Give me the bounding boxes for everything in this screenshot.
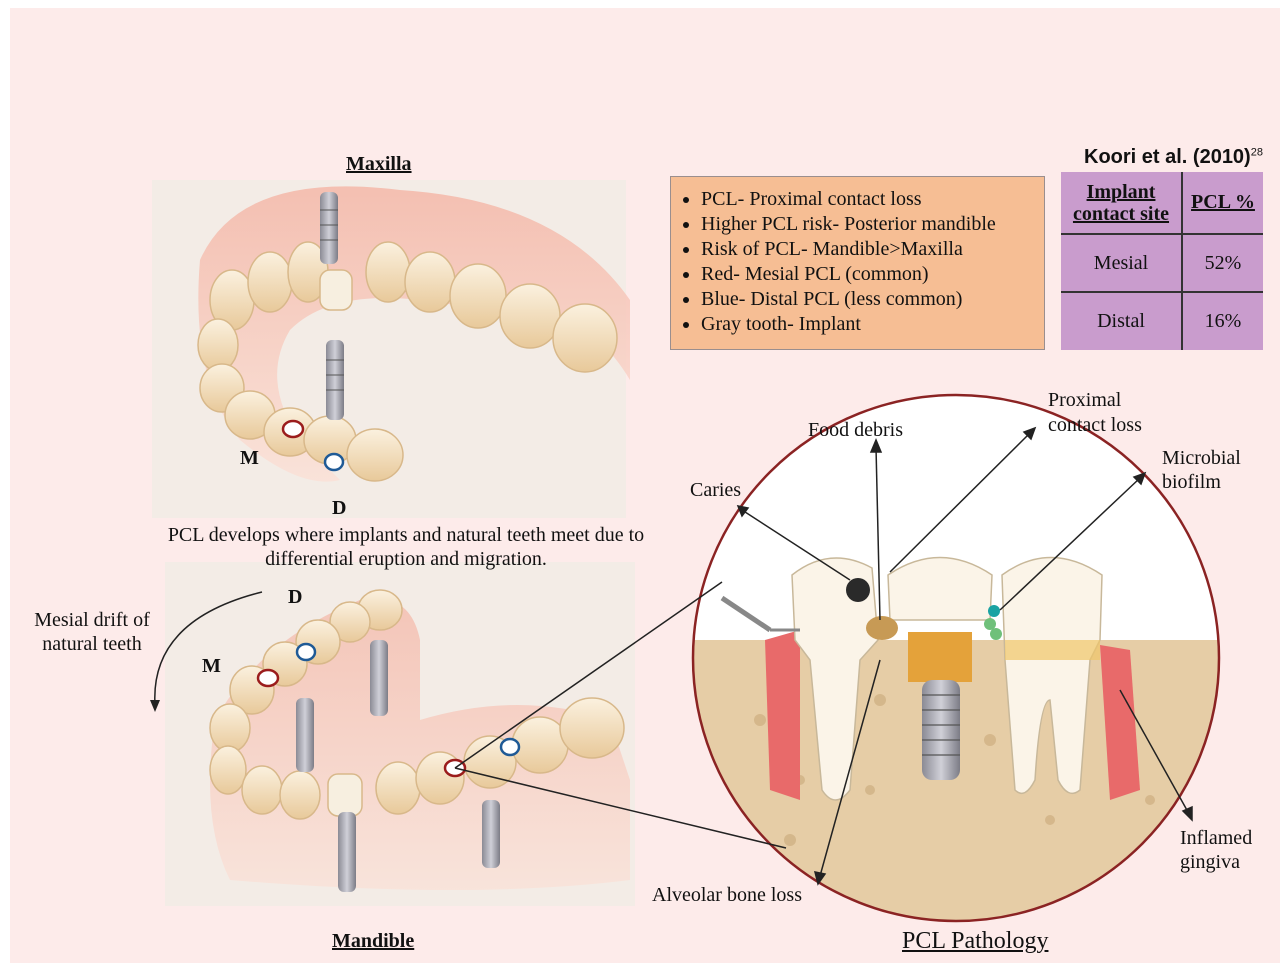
callout-inflamed-line-2: gingiva xyxy=(1180,850,1240,874)
callout-proximal-line-2: contact loss xyxy=(1048,413,1142,437)
key-point: Gray tooth- Implant xyxy=(701,312,1044,337)
table-header-site: Implant contact site xyxy=(1061,172,1182,234)
drift-label-line-1: Mesial drift of xyxy=(22,608,162,632)
mesial-marker xyxy=(283,421,303,437)
caries-lesion xyxy=(846,578,870,602)
mandible-distal-label: D xyxy=(288,585,302,609)
callout-caries: Caries xyxy=(690,478,741,502)
key-points-box: PCL- Proximal contact loss Higher PCL ri… xyxy=(670,176,1045,350)
distal-marker xyxy=(325,454,343,470)
pcl-rate-table: Implant contact site PCL % Mesial 52% Di… xyxy=(1061,172,1263,350)
key-point: Risk of PCL- Mandible>Maxilla xyxy=(701,237,1044,262)
table-row: Mesial 52% xyxy=(1061,234,1263,292)
distal-marker xyxy=(501,739,519,755)
maxilla-distal-label: D xyxy=(332,496,346,520)
mandible-title: Mandible xyxy=(332,930,414,953)
key-point: Blue- Distal PCL (less common) xyxy=(701,287,1044,312)
maxilla-arch-illustration xyxy=(152,180,630,518)
mandible-arch-illustration xyxy=(165,562,635,906)
callout-alveolar-bone-loss: Alveolar bone loss xyxy=(652,883,802,907)
callout-microbial-line-2: biofilm xyxy=(1162,470,1221,494)
table-title: Koori et al. (2010)28 xyxy=(1084,146,1263,169)
table-title-ref: 28 xyxy=(1251,146,1263,158)
table-title-text: Koori et al. (2010) xyxy=(1084,146,1251,168)
caption-line-2: differential eruption and migration. xyxy=(136,547,676,571)
food-debris-mass xyxy=(866,616,898,640)
pathology-title: PCL Pathology xyxy=(902,928,1048,955)
table-cell-site: Distal xyxy=(1061,292,1182,350)
maxilla-mesial-label: M xyxy=(240,446,259,470)
distal-marker xyxy=(297,644,315,660)
table-cell-pct: 16% xyxy=(1182,292,1263,350)
key-point: PCL- Proximal contact loss xyxy=(701,187,1044,212)
table-cell-pct: 52% xyxy=(1182,234,1263,292)
callout-microbial-line-1: Microbial xyxy=(1162,446,1241,470)
key-point: Red- Mesial PCL (common) xyxy=(701,262,1044,287)
drift-label-line-2: natural teeth xyxy=(22,632,162,656)
table-cell-site: Mesial xyxy=(1061,234,1182,292)
callout-food-debris: Food debris xyxy=(808,418,903,442)
callout-inflamed-line-1: Inflamed xyxy=(1180,826,1252,850)
mesial-marker xyxy=(258,670,278,686)
key-points-list: PCL- Proximal contact loss Higher PCL ri… xyxy=(679,187,1044,337)
table-row: Distal 16% xyxy=(1061,292,1263,350)
table-header-pct: PCL % xyxy=(1182,172,1263,234)
key-point: Higher PCL risk- Posterior mandible xyxy=(701,212,1044,237)
caption-line-1: PCL develops where implants and natural … xyxy=(136,523,676,547)
callout-proximal-line-1: Proximal xyxy=(1048,388,1121,412)
mandible-mesial-label: M xyxy=(202,654,221,678)
biofilm-bacteria xyxy=(988,605,1000,617)
maxilla-title: Maxilla xyxy=(346,153,412,176)
